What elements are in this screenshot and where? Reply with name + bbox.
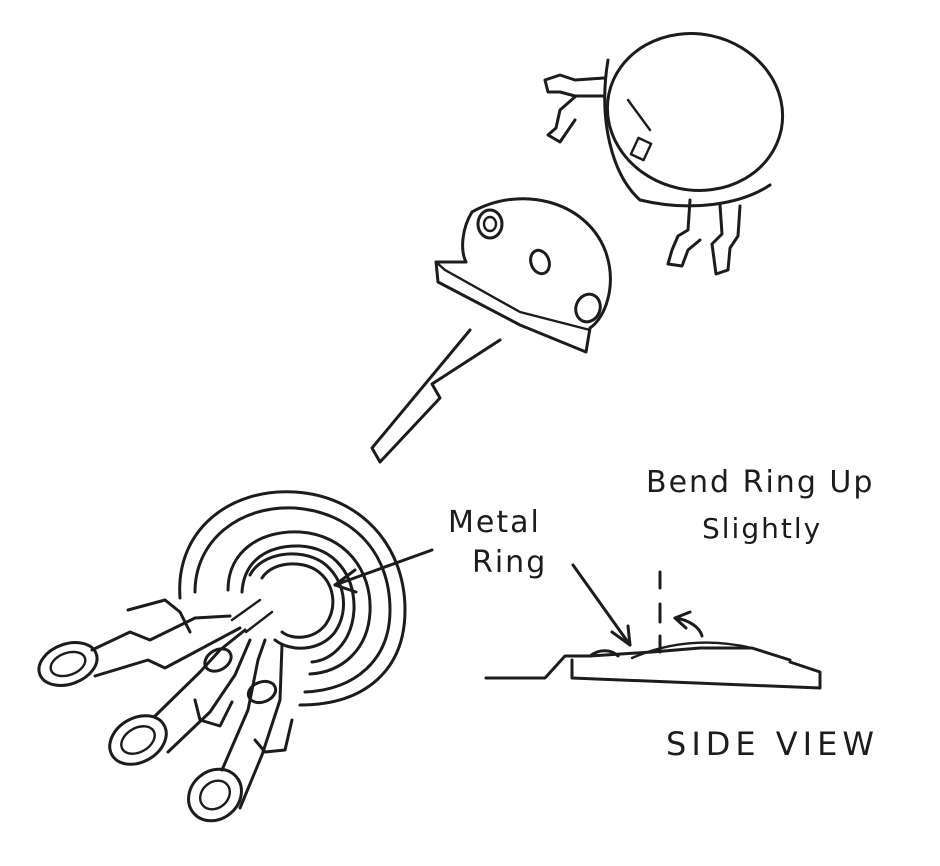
pot-shaft-rotor <box>370 197 612 464</box>
bend-ring-label-line2: Slightly <box>702 512 823 545</box>
side-view-drawing <box>484 563 822 690</box>
bend-ring-label-line1: Bend Ring Up <box>646 465 875 500</box>
metal-ring-label-line2: Ring <box>472 545 548 580</box>
pot-cover-housing <box>543 32 785 276</box>
side-view-label: SIDE VIEW <box>666 725 879 763</box>
metal-ring-arrow <box>333 548 434 594</box>
pot-base-terminals <box>37 490 407 823</box>
metal-ring-label-line1: Metal <box>448 505 541 540</box>
